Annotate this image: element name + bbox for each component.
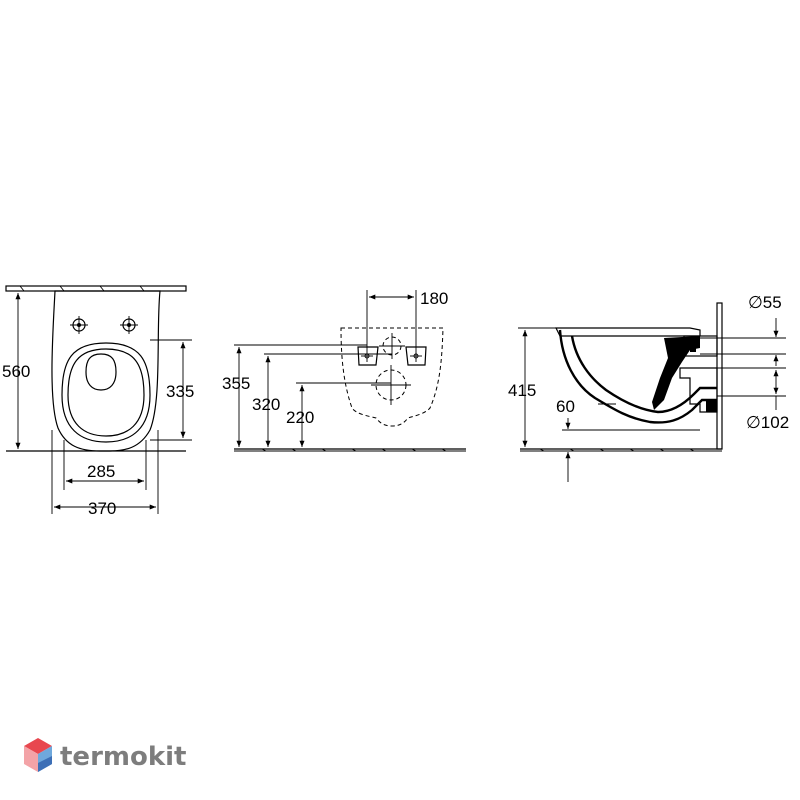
- side-bowl-inner: [570, 335, 717, 414]
- dim-335-label: 335: [166, 382, 194, 401]
- wall-outlet-circle: [371, 365, 411, 405]
- wall-view: 180 355 320 220: [222, 289, 466, 452]
- side-outlet-fitting: [679, 367, 718, 413]
- wall-floor-hatch: [261, 448, 447, 452]
- wall-dashed-outline: [340, 327, 444, 427]
- front-left-bolt-icon: [70, 316, 88, 334]
- logo-left-face: [24, 746, 38, 772]
- front-seat-inner: [67, 348, 145, 437]
- dim-370-label: 370: [88, 499, 116, 518]
- side-view: 415 60 ∅55 ∅102: [508, 293, 789, 482]
- dim-415: 415: [508, 327, 560, 447]
- dim-60-label: 60: [556, 397, 575, 416]
- front-bowl-outline: [51, 290, 161, 452]
- dim-415-label: 415: [508, 381, 536, 400]
- dim-320: 320: [252, 353, 392, 447]
- dim-285: 285: [63, 440, 147, 490]
- dim-560-label: 560: [2, 362, 30, 381]
- dim-diameter-55-label: ∅55: [748, 293, 782, 312]
- side-bowl-outer: [558, 329, 717, 424]
- dim-diameter-55: ∅55: [700, 293, 786, 366]
- dim-285-label: 285: [87, 462, 115, 481]
- dim-320-label: 320: [252, 395, 280, 414]
- front-wall-hatch: [19, 285, 145, 292]
- dim-355-label: 355: [222, 374, 250, 393]
- termokit-logo-icon: [24, 738, 52, 772]
- side-seat: [555, 327, 701, 337]
- side-trap-section: [652, 336, 700, 410]
- wall-left-bolt-plate: [357, 346, 379, 366]
- wall-right-bolt-plate: [405, 346, 427, 366]
- dim-370: 370: [51, 430, 159, 518]
- dim-220: 220: [286, 382, 391, 447]
- dim-diameter-102: ∅102: [717, 367, 789, 432]
- front-right-bolt-icon: [120, 316, 138, 334]
- dim-180-label: 180: [420, 289, 448, 308]
- front-seat-outline: [61, 342, 151, 443]
- front-wall-plate: [5, 285, 187, 292]
- side-floor-hatch: [539, 448, 695, 452]
- termokit-watermark: termokit: [24, 738, 186, 772]
- dim-355: 355: [222, 344, 367, 447]
- termokit-brand-text: termokit: [60, 742, 186, 772]
- wall-supply-circle: [379, 333, 405, 359]
- dim-180: 180: [366, 289, 448, 350]
- dim-335: 335: [150, 339, 194, 441]
- front-lid-opening: [85, 353, 117, 391]
- side-inlet-fitting: [683, 335, 718, 357]
- dim-220-label: 220: [286, 408, 314, 427]
- front-view: 560 335 285 370: [2, 285, 194, 518]
- dim-diameter-102-label: ∅102: [746, 413, 789, 432]
- side-wall: [716, 302, 723, 450]
- dim-560: 560: [2, 290, 30, 449]
- dim-60: 60: [556, 397, 700, 482]
